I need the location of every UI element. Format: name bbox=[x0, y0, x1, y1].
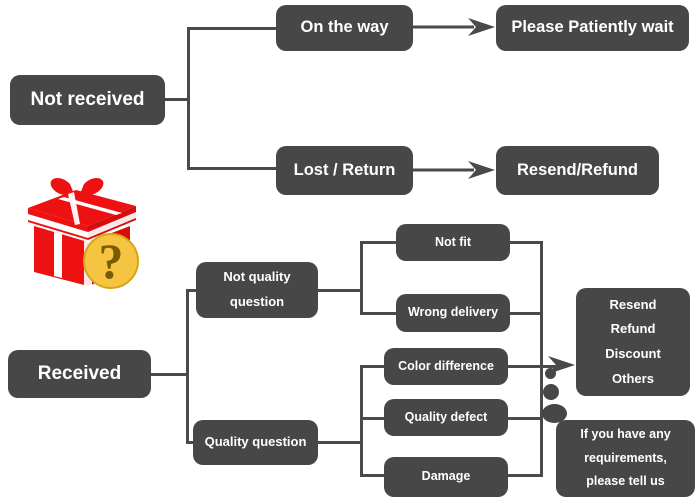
node-please-patiently-wait[interactable]: Please Patiently wait bbox=[496, 5, 689, 51]
node-label: Lost / Return bbox=[293, 160, 396, 179]
connector-to-quality-defect bbox=[360, 417, 395, 420]
node-label: Please Patiently wait bbox=[511, 18, 674, 37]
node-label-line-1: Not quality bbox=[223, 269, 291, 285]
node-label: Not fit bbox=[434, 234, 472, 249]
collector-bus bbox=[540, 241, 543, 477]
connector-to-color-diff bbox=[360, 365, 395, 368]
connector-quality-stem bbox=[318, 441, 362, 444]
connector-to-wrong-delivery bbox=[360, 312, 397, 315]
note-line: requirements, bbox=[584, 450, 667, 465]
node-label: Damage bbox=[421, 469, 471, 484]
connector-quality-spine bbox=[360, 365, 363, 477]
node-label: Received bbox=[37, 363, 122, 385]
question-mark-icon: ? bbox=[99, 233, 124, 289]
connector-received-spine bbox=[186, 289, 189, 444]
thought-dot-medium bbox=[543, 384, 559, 400]
connector-not-received-spine bbox=[187, 27, 190, 170]
node-label: Not received bbox=[30, 89, 145, 111]
collector-from-not-fit bbox=[510, 241, 542, 244]
outcome-item: Discount bbox=[605, 346, 661, 361]
node-color-difference[interactable]: Color difference bbox=[384, 348, 508, 385]
node-wrong-delivery[interactable]: Wrong delivery bbox=[396, 294, 510, 332]
thought-dot-large bbox=[542, 404, 567, 423]
outcome-item: Others bbox=[612, 370, 654, 386]
node-label: Resend/Refund bbox=[516, 160, 638, 179]
node-damage[interactable]: Damage bbox=[384, 457, 508, 497]
node-received[interactable]: Received bbox=[8, 350, 151, 398]
connector-received-stem bbox=[150, 373, 189, 376]
node-label-line-2: question bbox=[229, 294, 285, 309]
node-not-fit[interactable]: Not fit bbox=[396, 224, 510, 261]
connector-not-quality-spine bbox=[360, 241, 363, 315]
note-line: please tell us bbox=[586, 474, 665, 489]
node-label: Quality question bbox=[204, 434, 307, 450]
thought-dot-small bbox=[545, 368, 556, 379]
node-label: Wrong delivery bbox=[407, 305, 499, 320]
node-on-the-way[interactable]: On the way bbox=[276, 5, 413, 51]
collector-from-wrong-delivery bbox=[510, 312, 542, 315]
node-lost-return[interactable]: Lost / Return bbox=[276, 146, 413, 195]
node-quality-question[interactable]: Quality question bbox=[193, 420, 318, 465]
connector-not-received-stem bbox=[165, 98, 189, 101]
node-label: Quality defect bbox=[404, 409, 488, 424]
collector-from-quality-defect bbox=[508, 417, 542, 420]
connector-to-not-quality bbox=[186, 289, 200, 292]
node-not-quality-question[interactable]: Not quality question bbox=[196, 262, 318, 318]
node-requirements-note[interactable]: If you have any requirements, please tel… bbox=[556, 420, 695, 497]
node-label: Color difference bbox=[398, 358, 494, 373]
connector-to-not-fit bbox=[360, 241, 397, 244]
connector-not-quality-stem bbox=[318, 289, 362, 292]
gift-box-icon: ? bbox=[28, 177, 139, 289]
node-not-received[interactable]: Not received bbox=[10, 75, 165, 125]
node-label: On the way bbox=[300, 18, 389, 37]
collector-from-damage bbox=[508, 474, 542, 477]
connector-to-on-the-way bbox=[187, 27, 278, 30]
outcome-item: Resend bbox=[609, 296, 657, 312]
outcome-item: Refund bbox=[610, 321, 656, 337]
connector-to-quality bbox=[186, 441, 198, 444]
connector-to-damage bbox=[360, 474, 395, 477]
connector-to-lost-return bbox=[187, 167, 278, 170]
node-quality-defect[interactable]: Quality defect bbox=[384, 399, 508, 436]
node-resend-refund[interactable]: Resend/Refund bbox=[496, 146, 659, 195]
node-outcomes[interactable]: Resend Refund Discount Others bbox=[576, 288, 690, 396]
note-line: If you have any bbox=[580, 426, 671, 441]
